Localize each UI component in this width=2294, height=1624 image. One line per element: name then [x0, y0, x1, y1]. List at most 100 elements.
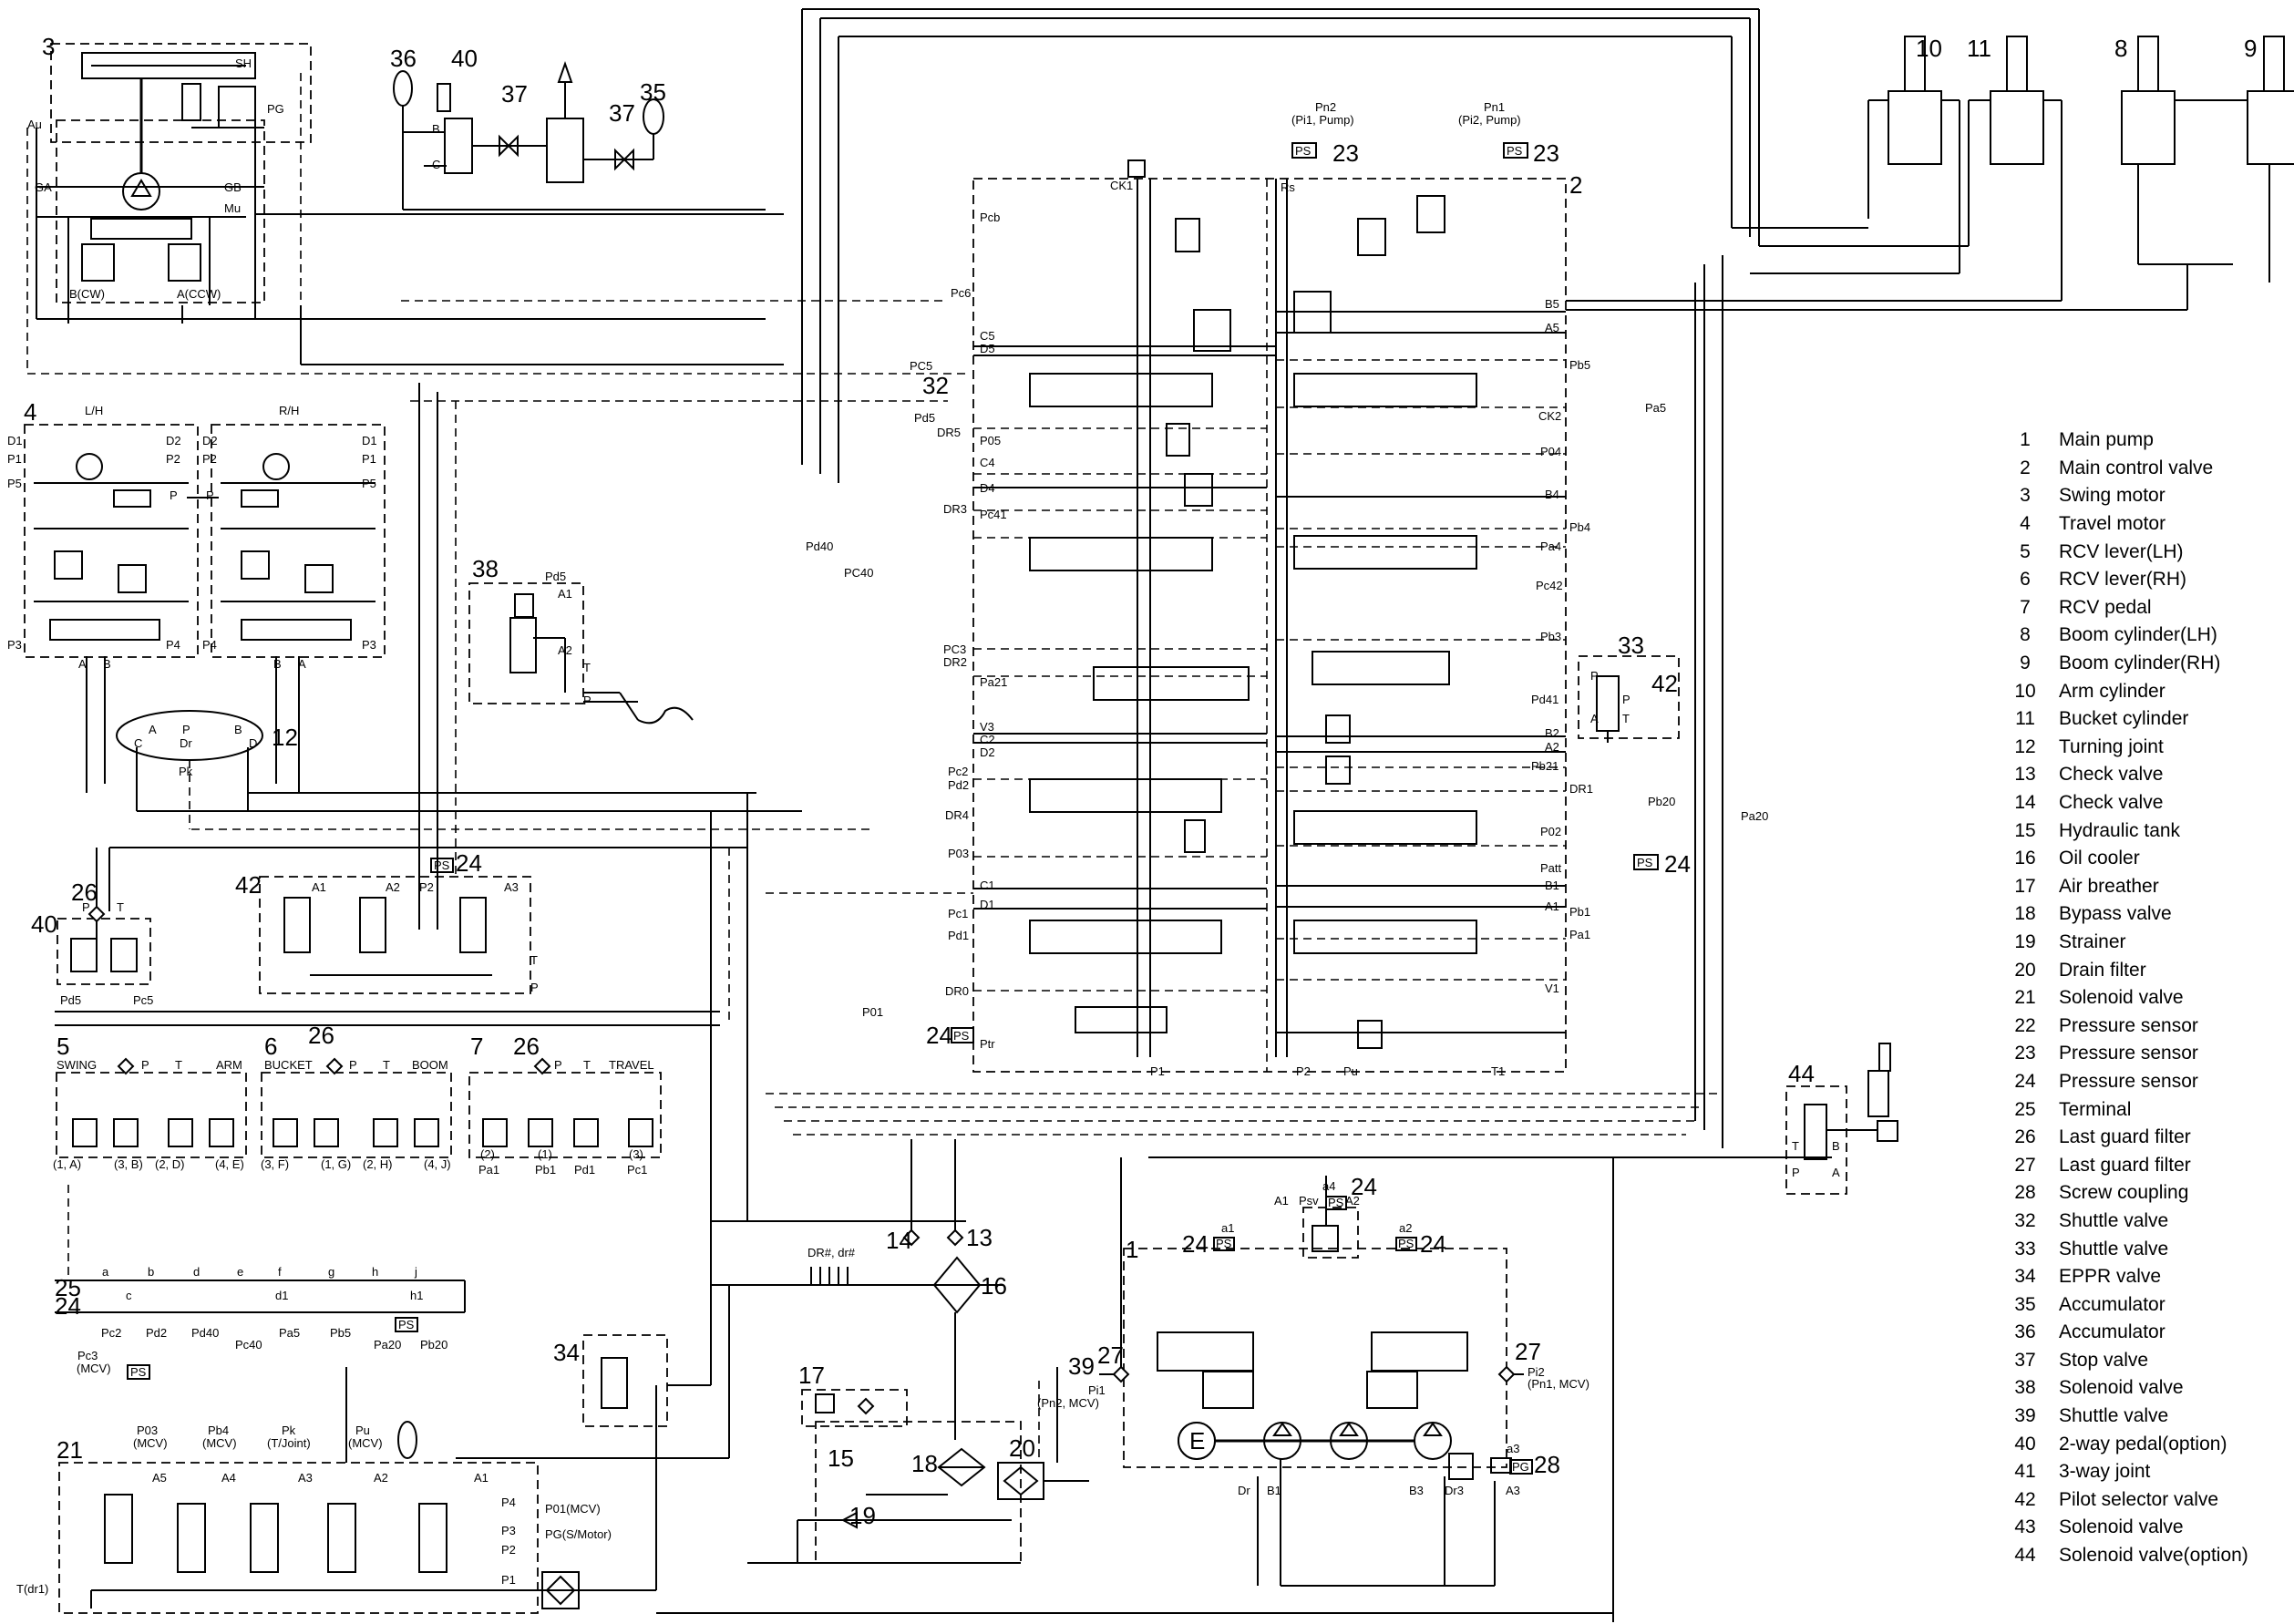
callout-25: 25	[55, 1274, 81, 1301]
term-h1: h1	[410, 1289, 423, 1302]
callout-2: 2	[1569, 171, 1582, 199]
term-h: h	[372, 1265, 378, 1279]
callout-21: 21	[57, 1436, 83, 1464]
label-p2-rh: P2	[202, 452, 217, 466]
label-p2-mcv: P2	[1296, 1064, 1311, 1078]
label-pc5-40: Pc5	[133, 993, 153, 1007]
ps-a1: PS	[1216, 1237, 1232, 1250]
legend-number: 17	[2014, 875, 2036, 897]
label-d2-lh: D2	[166, 434, 181, 447]
legend-name: Drain filter	[2059, 959, 2146, 981]
label-travel: TRAVEL	[609, 1058, 654, 1072]
term-pb5: Pb5	[330, 1326, 351, 1340]
sol-p4: P4	[501, 1496, 516, 1509]
label-b-rh: B	[273, 657, 282, 671]
legend-number: 23	[2014, 1043, 2036, 1064]
sol-p1: P1	[501, 1573, 516, 1587]
term-a: a	[102, 1265, 109, 1279]
callout-26-rcv6: 26	[308, 1022, 334, 1049]
label-v3: V3	[980, 720, 994, 734]
legend-name: Accumulator	[2059, 1321, 2165, 1343]
label-dr2: DR2	[943, 655, 967, 669]
label-pu-mcv: Pu	[1343, 1064, 1358, 1078]
legend-number: 43	[2014, 1516, 2036, 1538]
pump-pi1: Pi1	[1088, 1383, 1106, 1397]
legend-name: Main control valve	[2059, 457, 2214, 478]
legend-name: Check valve	[2059, 792, 2164, 814]
callout-27-left: 27	[1097, 1341, 1124, 1369]
callout-5: 5	[57, 1033, 69, 1060]
term-d1: d1	[275, 1289, 288, 1302]
label-pd5-mcv: Pd5	[914, 411, 935, 425]
solenoid-valve-option	[1785, 1043, 1898, 1195]
legend-name: Solenoid valve	[2059, 1516, 2184, 1538]
callout-18: 18	[911, 1450, 938, 1477]
label-p03: P03	[948, 847, 969, 860]
legend-name: RCV lever(RH)	[2059, 569, 2187, 591]
label-p01: P01	[862, 1005, 883, 1019]
legend-name: Arm cylinder	[2059, 680, 2165, 702]
term-e: e	[237, 1265, 243, 1279]
legend-name: Swing motor	[2059, 485, 2165, 507]
legend-name: RCV pedal	[2059, 596, 2152, 618]
label-t-44: T	[1792, 1139, 1799, 1153]
label-arm: ARM	[216, 1058, 242, 1072]
label-p-42l: P	[530, 981, 539, 994]
label-d2-rh: D2	[202, 434, 218, 447]
callout-42-left: 42	[235, 871, 262, 899]
callout-24-42: 24	[456, 849, 482, 877]
label-t-42l: T	[530, 953, 538, 967]
legend-name: Boom cylinder(LH)	[2059, 624, 2217, 646]
pump-a3: A3	[1506, 1484, 1520, 1497]
callout-10: 10	[1916, 35, 1942, 62]
callout-27-right: 27	[1515, 1338, 1541, 1365]
label-sh: SH	[235, 57, 252, 70]
callout-38: 38	[472, 555, 499, 582]
legend-name: Solenoid valve	[2059, 987, 2184, 1009]
callout-32: 32	[922, 372, 949, 399]
tank-group	[711, 1139, 1089, 1564]
port-6-4j: (4, J)	[424, 1157, 451, 1171]
cylinders	[1867, 36, 2294, 310]
sol-pb4: Pb4	[208, 1424, 229, 1437]
travel-motors	[24, 424, 386, 793]
sol-tdr1: T(dr1)	[16, 1582, 48, 1596]
callout-11: 11	[1967, 35, 1991, 62]
callout-17: 17	[798, 1362, 825, 1389]
callout-33: 33	[1618, 632, 1644, 659]
legend-name: Main pump	[2059, 429, 2154, 451]
label-d1-left: D1	[7, 434, 23, 447]
port-5-3b: (3, B)	[114, 1157, 143, 1171]
label-dr3: DR3	[943, 502, 967, 516]
label-p-40: P	[82, 900, 90, 914]
pilot-selector-valve-left	[259, 876, 531, 994]
ps-23-left: PS	[1295, 144, 1312, 158]
label-pb5: Pb5	[1569, 358, 1590, 372]
legend-name: 2-way pedal(option)	[2059, 1433, 2227, 1454]
label-rs: Rs	[1281, 180, 1295, 194]
pilot-selector-valve-right	[1578, 655, 1680, 743]
label-t-38: T	[583, 661, 591, 674]
label-dr1: DR1	[1569, 782, 1593, 796]
label-c4: C4	[980, 456, 995, 469]
legend-number: 33	[2014, 1238, 2036, 1259]
port-7-3: (3)	[629, 1147, 643, 1161]
ps-23-right: PS	[1507, 144, 1523, 158]
sol-pgsm: PG(S/Motor)	[545, 1527, 612, 1541]
label-bucket: BUCKET	[264, 1058, 313, 1072]
engine-symbol	[1178, 1422, 1216, 1460]
callout-24-patt: 24	[1664, 850, 1691, 878]
legend-name: Accumulator	[2059, 1293, 2165, 1315]
label-pi-42: P	[1590, 669, 1599, 683]
label-dr0: DR0	[945, 984, 969, 998]
callout-19: 19	[849, 1502, 876, 1529]
legend-number: 6	[2020, 569, 2031, 591]
pump-dr3: Dr3	[1445, 1484, 1464, 1497]
